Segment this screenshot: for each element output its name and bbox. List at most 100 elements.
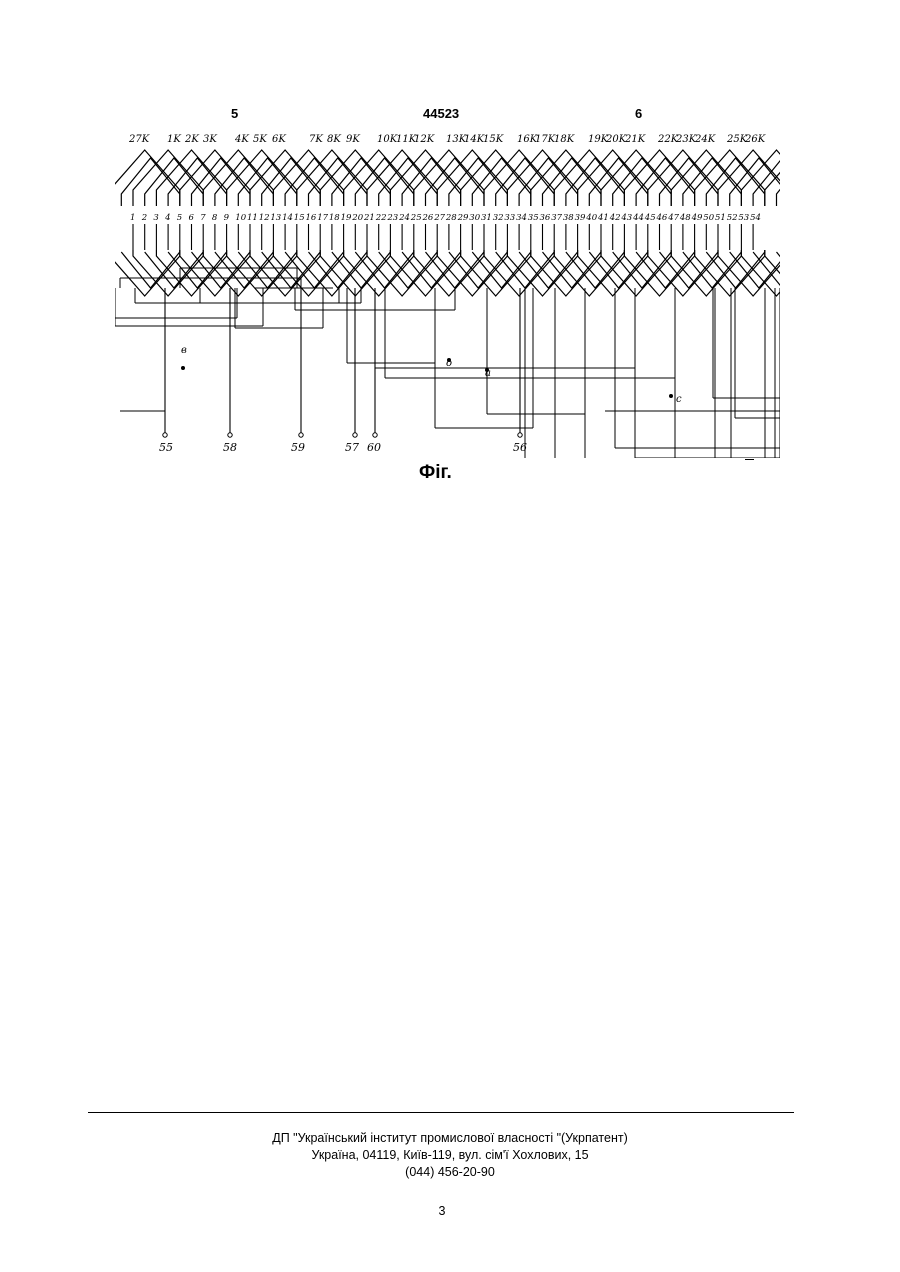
slot-label-3: 3 bbox=[153, 213, 158, 223]
slot-conductors bbox=[133, 224, 753, 250]
lower-coil-end bbox=[507, 250, 577, 296]
coil-label-15k: 15K bbox=[483, 134, 504, 145]
terminal-label-60: 60 bbox=[367, 441, 381, 454]
lower-coil-end bbox=[613, 252, 672, 288]
upper-end-connections bbox=[115, 150, 780, 206]
upper-coil-end bbox=[636, 158, 695, 206]
slot-label-40: 40 bbox=[585, 213, 597, 223]
slot-label-5: 5 bbox=[177, 213, 182, 223]
lower-coil-end bbox=[426, 252, 485, 288]
slot-label-28: 28 bbox=[445, 213, 457, 223]
slot-label-34: 34 bbox=[516, 213, 527, 223]
coil-label-5k: 5K bbox=[253, 134, 267, 145]
upper-coil-end bbox=[402, 158, 461, 206]
lower-coil-end bbox=[145, 252, 204, 288]
slot-label-45: 45 bbox=[644, 213, 656, 223]
lower-coil-end bbox=[531, 250, 601, 296]
slot-label-1: 1 bbox=[130, 213, 135, 223]
terminal-point bbox=[228, 433, 232, 437]
node-label: а bbox=[485, 368, 491, 379]
terminal-label-58: 58 bbox=[223, 441, 237, 454]
lower-coil-end bbox=[344, 250, 414, 296]
slot-label-47: 47 bbox=[667, 213, 679, 223]
slot-label-7: 7 bbox=[200, 213, 206, 223]
lower-coil-end bbox=[297, 250, 367, 296]
lower-coil-end bbox=[589, 252, 648, 288]
lower-coil-end bbox=[543, 252, 602, 288]
footer-phone: (044) 456-20-90 bbox=[0, 1165, 900, 1179]
lower-coil-end bbox=[262, 252, 321, 288]
upper-coil-end bbox=[262, 158, 321, 206]
upper-coil-end bbox=[589, 158, 648, 206]
slot-label-9: 9 bbox=[224, 213, 230, 223]
slot-labels: 1234567891011121314151617181920212223242… bbox=[130, 213, 761, 223]
figure-caption: Фіг. bbox=[419, 462, 452, 484]
slot-label-18: 18 bbox=[329, 213, 340, 223]
slot-label-8: 8 bbox=[212, 213, 218, 223]
lower-coil-end bbox=[332, 252, 391, 288]
terminal-label-56: 56 bbox=[513, 441, 527, 454]
upper-coil-end bbox=[660, 158, 719, 206]
slot-label-36: 36 bbox=[540, 213, 551, 223]
page-marker-left: 5 bbox=[231, 106, 238, 121]
slot-label-52: 52 bbox=[727, 213, 738, 223]
terminal-point bbox=[373, 433, 377, 437]
lower-coil-end bbox=[554, 250, 624, 296]
slot-label-41: 41 bbox=[597, 213, 609, 223]
upper-coil-end bbox=[285, 158, 344, 206]
lower-coil-end bbox=[379, 252, 438, 288]
slot-label-10: 10 bbox=[235, 213, 246, 223]
coil-label-7k: 7K bbox=[309, 134, 323, 145]
slot-label-30: 30 bbox=[469, 213, 480, 223]
coil-label-20k: 20K bbox=[605, 134, 627, 145]
junction-dot bbox=[181, 366, 185, 370]
slot-label-53: 53 bbox=[738, 213, 749, 223]
junction-nodes: воас bbox=[181, 345, 682, 405]
winding-diagram: 27K1K2K3K4K5K6K7K8K9K10K11K12K13K14K15K1… bbox=[115, 128, 780, 458]
slot-label-23: 23 bbox=[386, 213, 398, 223]
dash-mark bbox=[745, 459, 754, 460]
upper-coil-end bbox=[519, 158, 578, 206]
coil-label-23k: 23K bbox=[675, 134, 697, 145]
slot-label-38: 38 bbox=[563, 213, 574, 223]
slot-label-49: 49 bbox=[691, 213, 703, 223]
upper-coil-end bbox=[332, 158, 391, 206]
page-marker-right: 6 bbox=[635, 106, 642, 121]
lower-coil-end bbox=[180, 250, 250, 296]
upper-coil-end bbox=[355, 158, 414, 206]
coil-label-27k: 27K bbox=[128, 134, 150, 145]
slot-label-2: 2 bbox=[141, 213, 147, 223]
slot-label-51: 51 bbox=[715, 213, 726, 223]
terminal-label-55: 55 bbox=[159, 441, 173, 454]
upper-coil-end bbox=[706, 158, 765, 206]
upper-coil-end bbox=[379, 158, 438, 206]
node-label: о bbox=[446, 358, 452, 369]
slot-label-11: 11 bbox=[247, 213, 258, 223]
slot-label-20: 20 bbox=[351, 213, 363, 223]
terminal-point bbox=[299, 433, 303, 437]
node-label: в bbox=[181, 345, 187, 356]
lower-coil-end bbox=[273, 250, 343, 296]
terminal-point bbox=[518, 433, 522, 437]
slot-label-27: 27 bbox=[433, 213, 445, 223]
coil-label-10k: 10K bbox=[377, 134, 398, 145]
footer-rule bbox=[88, 1112, 794, 1113]
lower-coil-end bbox=[683, 252, 742, 288]
coil-label-1k: 1K bbox=[167, 134, 181, 145]
coil-label-17k: 17K bbox=[535, 134, 556, 145]
slot-label-43: 43 bbox=[620, 213, 632, 223]
slot-label-6: 6 bbox=[189, 213, 195, 223]
coil-label-24k: 24K bbox=[694, 134, 716, 145]
lower-coil-end bbox=[566, 252, 625, 288]
upper-coil-end bbox=[426, 158, 485, 206]
slot-label-46: 46 bbox=[656, 213, 668, 223]
coil-label-6k: 6K bbox=[272, 134, 286, 145]
slot-label-4: 4 bbox=[164, 213, 170, 223]
footer-address: Україна, 04119, Київ-119, вул. сім'ї Хох… bbox=[0, 1148, 900, 1162]
lower-coil-end bbox=[250, 250, 320, 296]
coil-labels: 27K1K2K3K4K5K6K7K8K9K10K11K12K13K14K15K1… bbox=[128, 134, 766, 145]
slot-label-14: 14 bbox=[282, 213, 293, 223]
page-number: 3 bbox=[0, 1204, 884, 1218]
lower-coil-end bbox=[449, 252, 508, 288]
upper-coil-end bbox=[215, 158, 274, 206]
